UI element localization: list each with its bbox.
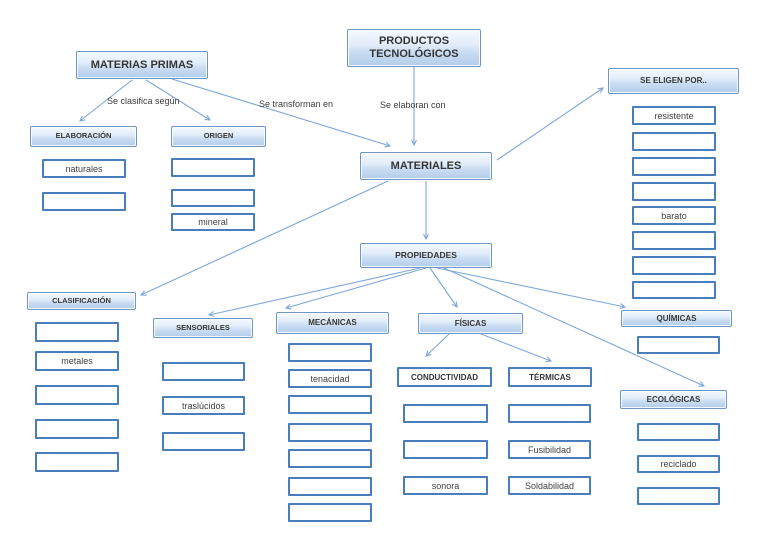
- item-ecologicas-0: [637, 423, 720, 441]
- item-termicas-2: Soldabilidad: [508, 476, 591, 495]
- item-origen-1: [171, 189, 255, 207]
- edge-propiedades-fisicas: [429, 267, 458, 309]
- item-sensoriales-0: [162, 362, 245, 381]
- item-conductividad-2: sonora: [403, 476, 488, 495]
- item-sensoriales-2: [162, 432, 245, 451]
- node-conductividad: CONDUCTIVIDAD: [397, 367, 492, 387]
- node-elaboracion: ELABORACIÓN: [30, 126, 137, 147]
- node-termicas: TÉRMICAS: [508, 367, 592, 387]
- item-origen-0: [171, 158, 255, 177]
- item-termicas-1: Fusibilidad: [508, 440, 591, 459]
- node-sensoriales: SENSORIALES: [153, 318, 253, 338]
- item-origen-2: mineral: [171, 213, 255, 231]
- item-mecanicas-5: [288, 477, 372, 496]
- item-se-eligen-4: barato: [632, 206, 716, 225]
- edge-fisicas-conductividad: [425, 333, 450, 357]
- item-clasificacion-3: [35, 419, 119, 439]
- item-se-eligen-1: [632, 132, 716, 151]
- item-clasificacion-4: [35, 452, 119, 472]
- item-se-eligen-5: [632, 231, 716, 250]
- edge-materias-origen: [145, 79, 212, 121]
- node-mecanicas: MECÁNICAS: [276, 312, 389, 334]
- item-mecanicas-6: [288, 503, 372, 522]
- item-quimicas-0: [637, 336, 720, 354]
- item-clasificacion-1: metales: [35, 351, 119, 371]
- edge-label-se-clasifica: Se clasifica según: [107, 96, 180, 106]
- edge-label-se-elaboran: Se elaboran con: [380, 100, 446, 110]
- node-ecologicas: ECOLÓGICAS: [620, 390, 727, 409]
- item-sensoriales-1: traslúcidos: [162, 396, 245, 415]
- edge-fisicas-termicas: [480, 333, 553, 363]
- edge-label-se-transforman: Se transforman en: [259, 99, 334, 109]
- edge-materiales-clasificacion: [139, 180, 389, 296]
- node-materias-primas: MATERIAS PRIMAS: [76, 51, 208, 79]
- node-quimicas: QUÍMICAS: [621, 310, 732, 327]
- node-propiedades: PROPIEDADES: [360, 243, 492, 268]
- item-elaboracion-0: naturales: [42, 159, 126, 178]
- edge-propiedades-ecologicas: [443, 267, 706, 387]
- item-mecanicas-2: [288, 395, 372, 414]
- node-clasificacion: CLASIFICACIÓN: [27, 292, 136, 310]
- item-se-eligen-2: [632, 157, 716, 176]
- edge-materias-materiales: [171, 78, 392, 148]
- item-se-eligen-0: resistente: [632, 106, 716, 125]
- item-elaboracion-1: [42, 192, 126, 211]
- node-productos-tecnologicos: PRODUCTOS TECNOLÓGICOS: [347, 29, 481, 67]
- node-fisicas: FÍSICAS: [418, 313, 523, 334]
- item-se-eligen-6: [632, 256, 716, 275]
- item-ecologicas-2: [637, 487, 720, 505]
- item-clasificacion-2: [35, 385, 119, 405]
- edge-materiales-se-eligen: [496, 87, 605, 161]
- node-origen: ORIGEN: [171, 126, 266, 147]
- item-mecanicas-1: tenacidad: [288, 369, 372, 388]
- node-se-eligen-por: SE ELIGEN POR..: [608, 68, 739, 94]
- item-termicas-0: [508, 404, 591, 423]
- edge-propiedades-quimicas: [436, 267, 627, 309]
- item-mecanicas-4: [288, 449, 372, 468]
- item-conductividad-1: [403, 440, 488, 459]
- edge-propiedades-sensoriales: [207, 267, 421, 317]
- item-conductividad-0: [403, 404, 488, 423]
- item-mecanicas-0: [288, 343, 372, 362]
- node-materiales: MATERIALES: [360, 152, 492, 180]
- item-se-eligen-3: [632, 182, 716, 201]
- item-ecologicas-1: reciclado: [637, 455, 720, 473]
- edge-materias-elaboracion: [79, 79, 133, 122]
- item-se-eligen-7: [632, 281, 716, 299]
- item-clasificacion-0: [35, 322, 119, 342]
- item-mecanicas-3: [288, 423, 372, 442]
- edge-propiedades-mecanicas: [284, 267, 427, 310]
